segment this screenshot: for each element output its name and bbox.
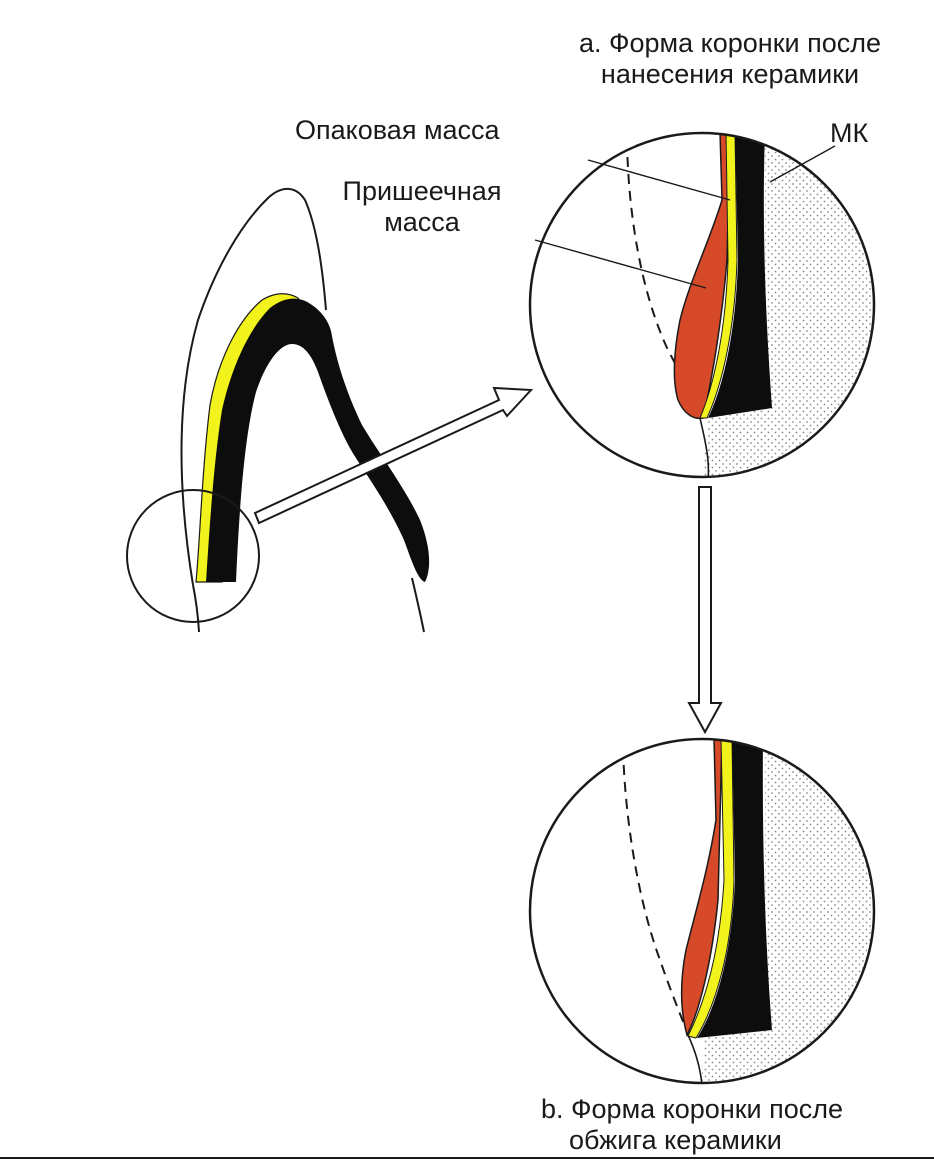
cervical-mass-line2: масса [384, 207, 460, 237]
detail-a [528, 131, 876, 479]
detail-circle-a [528, 131, 876, 479]
gingiva-line-a [699, 417, 710, 477]
arrow-to-detail-b [687, 486, 723, 735]
arrow-to-detail-a [253, 386, 534, 525]
caption-b: b. Форма коронки после обжига керамики [541, 1094, 921, 1156]
cervical-porcelain-b [680, 739, 723, 1038]
cervical-mass-label: Пришеечная масса [322, 176, 522, 238]
metal-frame-b [697, 739, 772, 1038]
cervical-porcelain-a [673, 133, 731, 420]
opaque-mass-label: Опаковая масса [295, 115, 500, 145]
caption-a-line1: a. Форма коронки после [578, 28, 882, 58]
metal-frame-a [708, 133, 772, 418]
tooth-overview [126, 187, 534, 633]
gingiva-line-b [687, 1034, 703, 1083]
cervical-mass-line1: Пришеечная [342, 176, 502, 206]
root-outline-labial [411, 577, 425, 633]
caption-b-line1: b. Форма коронки после [541, 1094, 844, 1124]
original-contour-b [622, 747, 689, 1036]
caption-b-line2: обжига керамики [569, 1125, 782, 1155]
opaque-layer-b [687, 739, 735, 1039]
tooth-outline [180, 187, 327, 586]
metal-frame [206, 298, 430, 582]
root-outline-lingual [192, 584, 200, 633]
detail-circle-b [528, 737, 876, 1085]
caption-a-line2: нанесения керамики [600, 59, 860, 89]
leader-mk [769, 145, 836, 183]
leader-opaque [587, 159, 731, 201]
mk-label: МК [830, 118, 869, 148]
opaque-layer-a [699, 133, 738, 419]
magnifier-circle [126, 489, 260, 623]
leader-cervical [534, 239, 707, 289]
caption-a: a. Форма коронки после нанесения керамик… [520, 28, 934, 90]
detail-b [528, 737, 876, 1085]
